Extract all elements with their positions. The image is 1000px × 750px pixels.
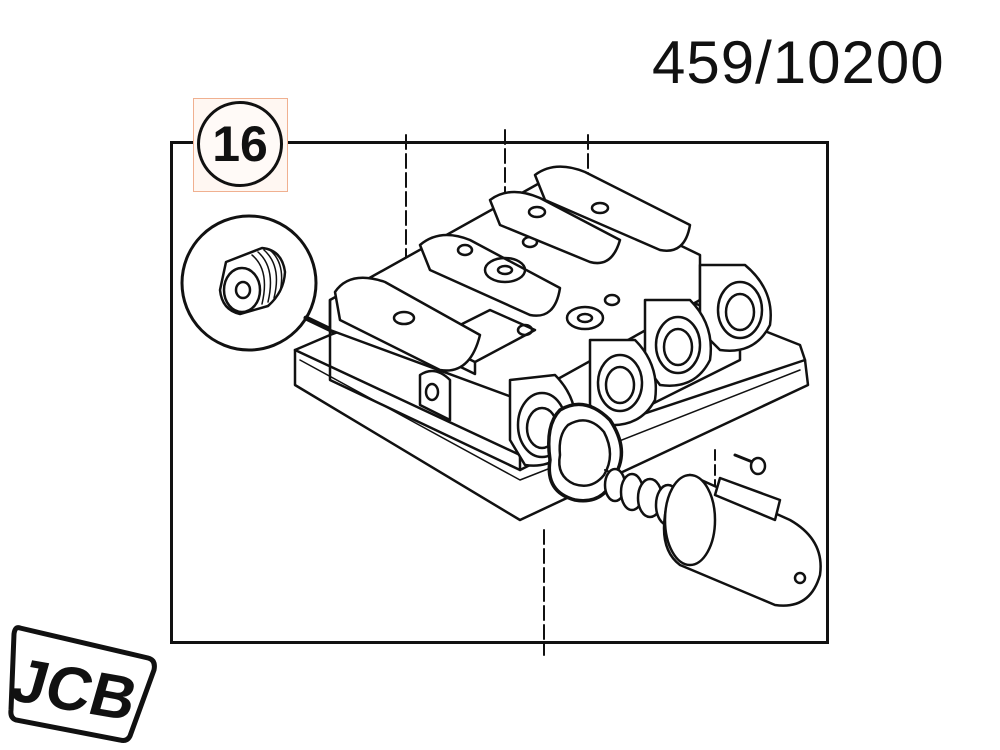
illustration-frame [170, 141, 829, 644]
part-reference-number: 459/10200 [652, 29, 945, 96]
jcb-logo: JCB [8, 625, 157, 743]
callout-number-16[interactable]: 16 [197, 101, 283, 187]
